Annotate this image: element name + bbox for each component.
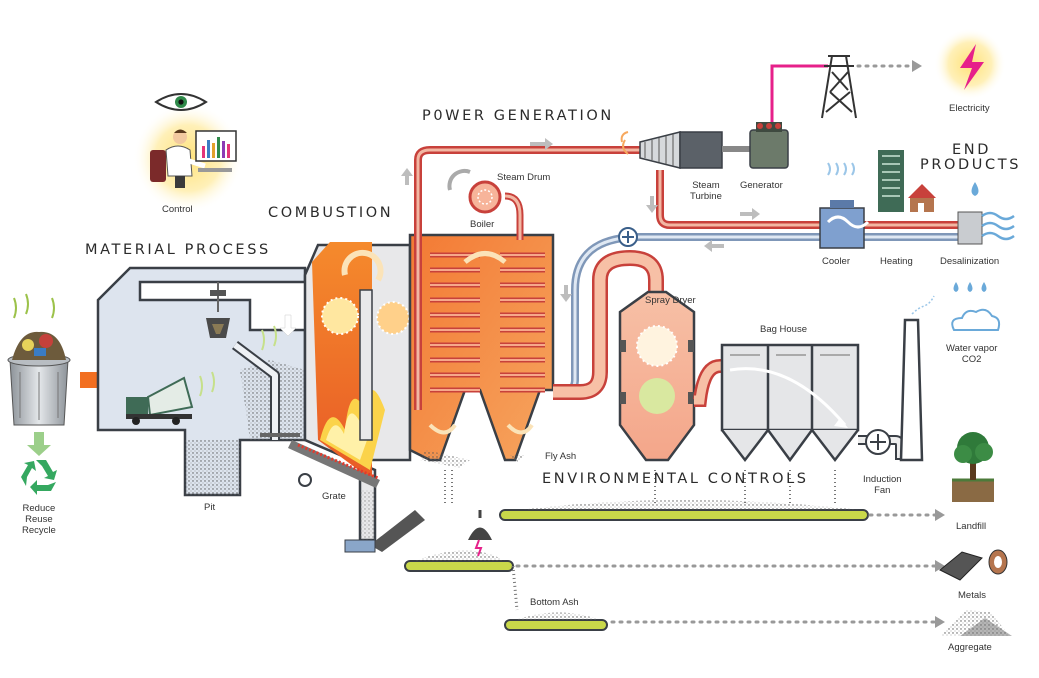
label-bag-house: Bag House: [760, 324, 808, 335]
label-turbine: Turbine: [690, 191, 722, 202]
section-combustion: COMBUSTION: [268, 205, 394, 221]
label-bottom-ash: Bottom Ash: [530, 597, 579, 608]
label-control: Control: [162, 204, 193, 215]
label-steam-turbine: Steam Turbine: [690, 180, 722, 202]
label-recycle: Recycle: [22, 525, 56, 536]
label-steam: Steam: [692, 180, 720, 191]
house-icon: [908, 184, 936, 212]
label-steam-drum: Steam Drum: [497, 172, 551, 183]
label-induction-fan: Induction Fan: [863, 474, 902, 496]
eye-icon: [154, 93, 208, 111]
trash-can-icon: [7, 331, 71, 426]
bag-house: [720, 282, 1001, 463]
section-power-generation: P0WER GENERATION: [422, 108, 614, 124]
label-electricity: Electricity: [949, 103, 990, 114]
label-pit: Pit: [204, 502, 216, 513]
control-station: [133, 93, 243, 213]
material-building: [96, 266, 307, 497]
label-water-vapor-co2: Water vapor CO2: [946, 343, 997, 365]
label-fan: Fan: [874, 485, 891, 496]
label-water-vapor: Water vapor: [946, 343, 998, 354]
label-reduce: Reduce: [22, 503, 56, 514]
ash-conveyors: [344, 470, 945, 631]
turbine-generator: [620, 28, 1006, 169]
wire-spool-icon: [988, 549, 1008, 575]
cloud-icon: [951, 308, 1001, 331]
label-landfill: Landfill: [956, 521, 987, 532]
label-aggregate: Aggregate: [948, 642, 992, 653]
label-boiler: Boiler: [470, 219, 495, 230]
metals-product: [939, 549, 1008, 581]
label-induction: Induction: [863, 474, 902, 485]
section-end-products-line2: PRODUCTS: [920, 157, 1021, 173]
section-end-products-line1: END: [952, 142, 991, 158]
spray-dryer: [553, 249, 728, 462]
recycle-icon: [21, 460, 57, 495]
water-drop-icon: [971, 182, 979, 196]
monitor-chart-icon: [195, 130, 237, 172]
pit-waste: [185, 440, 240, 495]
metal-ingot-icon: [939, 551, 983, 581]
label-reuse: Reuse: [25, 514, 53, 525]
crane-claw-icon: [206, 282, 230, 338]
boiler: [408, 146, 640, 468]
label-co2: CO2: [961, 354, 982, 365]
furnace: [260, 242, 412, 542]
label-desalinization: Desalinization: [940, 256, 1000, 267]
section-material-process: MATERIAL PROCESS: [85, 242, 271, 258]
label-spray-dryer: Spray Dryer: [645, 295, 696, 306]
label-fly-ash: Fly Ash: [545, 451, 577, 462]
lightning-bolt-icon: [960, 44, 984, 90]
dump-truck-icon: [126, 376, 194, 425]
section-environmental-controls: ENVIRONMENTAL CONTROLS: [542, 471, 809, 487]
label-generator: Generator: [740, 180, 783, 191]
tree-icon: [954, 432, 993, 480]
label-cooler: Cooler: [822, 256, 850, 267]
building-icon: [878, 150, 904, 212]
landfill-product: [952, 432, 994, 502]
label-metals: Metals: [958, 590, 986, 601]
label-grate: Grate: [322, 491, 346, 502]
magnet-icon: [468, 510, 492, 557]
operator-icon: [150, 129, 206, 188]
label-reduce-reuse-recycle: Reduce Reuse Recycle: [22, 503, 56, 536]
power-tower-icon: [821, 55, 857, 119]
label-heating: Heating: [880, 256, 913, 267]
